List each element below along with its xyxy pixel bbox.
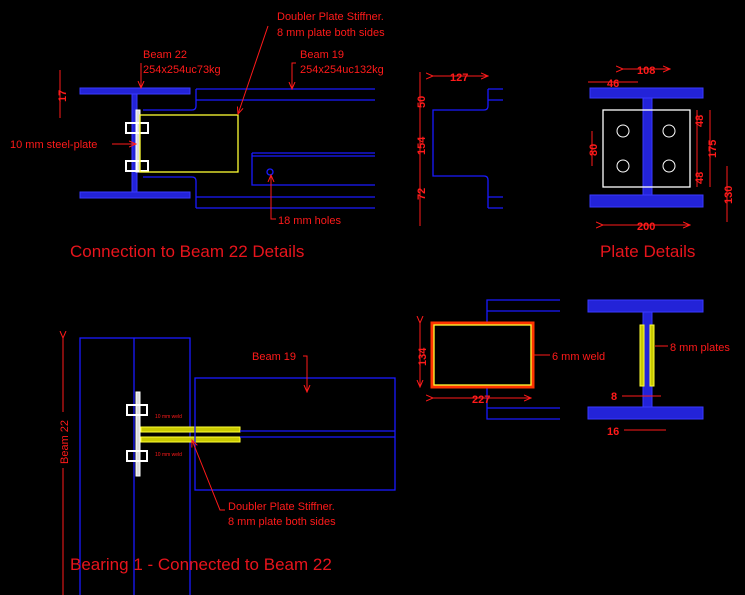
bearing-detail: Beam 22 10 mm weld 10 mm weld Beam 19 Do… — [56, 337, 396, 595]
doubler-label-2: 8 mm plate both sides — [277, 27, 385, 39]
bottom-flange — [587, 406, 704, 420]
dim-46: 46 — [607, 78, 619, 90]
dim-134: 134 — [417, 347, 429, 366]
bolt — [126, 404, 148, 416]
beam19-label: Beam 19 — [252, 351, 296, 363]
dim-200: 200 — [637, 221, 655, 233]
beam22-top-flange — [79, 87, 191, 95]
dim-127: 127 — [450, 72, 468, 84]
beam22-label: Beam 22 — [59, 420, 71, 464]
bolt — [125, 160, 149, 172]
detail-title: Plate Details — [600, 242, 695, 261]
weld-label: 6 mm weld — [552, 351, 605, 363]
steel-plate-label: 10 mm steel-plate — [10, 139, 97, 151]
detail-title: Connection to Beam 22 Details — [70, 242, 304, 261]
steel-plate — [135, 391, 141, 477]
plates-section: 8 mm plates 8 16 — [587, 299, 730, 438]
leader-line — [303, 355, 307, 392]
dim-8: 8 — [611, 391, 617, 403]
detail-title: Bearing 1 - Connected to Beam 22 — [70, 555, 332, 574]
dim-80: 80 — [588, 144, 600, 156]
beam19-outline — [143, 88, 375, 209]
leader-line — [271, 175, 276, 220]
dim-50: 50 — [416, 96, 428, 108]
beam19-outline — [194, 377, 396, 491]
dim-16: 16 — [607, 426, 619, 438]
holes-label: 18 mm holes — [278, 215, 341, 227]
dim-175: 175 — [707, 140, 719, 158]
side-plate — [639, 324, 645, 387]
dim-108: 108 — [637, 65, 655, 77]
beam19-section: 254x254uc132kg — [300, 64, 384, 76]
doubler-plate — [140, 436, 241, 443]
profile-outline — [432, 88, 503, 209]
bolt — [126, 450, 148, 462]
bolt-hole-icon — [616, 124, 630, 138]
leader-line — [192, 440, 225, 511]
web — [642, 97, 653, 196]
bolt-hole-icon — [662, 159, 676, 173]
beam19-label: Beam 19 — [300, 49, 344, 61]
side-plate — [649, 324, 655, 387]
doubler-plate — [139, 114, 239, 173]
stiffener-plate — [433, 324, 532, 386]
beam22-label: Beam 22 — [143, 49, 187, 61]
connection-detail: Doubler Plate Stiffner. 8 mm plate both … — [10, 11, 385, 261]
weld-label-bottom: 10 mm weld — [155, 452, 182, 458]
web-profile-detail: 127 50 154 72 — [416, 72, 503, 226]
dim-72: 72 — [416, 188, 428, 200]
dim-227: 227 — [472, 394, 490, 406]
doubler-plate — [140, 426, 241, 433]
top-flange — [587, 299, 704, 313]
end-plate — [602, 109, 691, 188]
leader-line — [238, 25, 269, 114]
beam22-bottom-flange — [79, 191, 191, 199]
weld-label-top: 10 mm weld — [155, 414, 182, 420]
bolt-hole-icon — [662, 124, 676, 138]
bolt — [125, 122, 149, 134]
doubler-label: Doubler Plate Stiffner. — [277, 11, 384, 23]
plate-details: 108 46 80 48 48 175 130 200 Plate Detail… — [588, 65, 735, 261]
doubler-label-2: 8 mm plate both sides — [228, 516, 336, 528]
beam22-section: 254x254uc73kg — [143, 64, 221, 76]
flange-dim: 17 — [57, 90, 69, 102]
leader-line — [292, 62, 296, 89]
dim-154: 154 — [416, 136, 428, 155]
weld-detail: 134 227 6 mm weld — [417, 299, 605, 420]
hole-icon — [266, 168, 274, 176]
bottom-flange — [589, 194, 704, 208]
beam22-column — [79, 337, 191, 595]
dim-130: 130 — [723, 186, 735, 204]
dim-48-bottom: 48 — [694, 172, 706, 184]
doubler-label: Doubler Plate Stiffner. — [228, 501, 335, 513]
beam-outline — [486, 299, 560, 420]
dim-48-top: 48 — [694, 115, 706, 127]
plates-label: 8 mm plates — [670, 342, 730, 354]
bolt-hole-icon — [616, 159, 630, 173]
weld-outline — [430, 321, 535, 389]
